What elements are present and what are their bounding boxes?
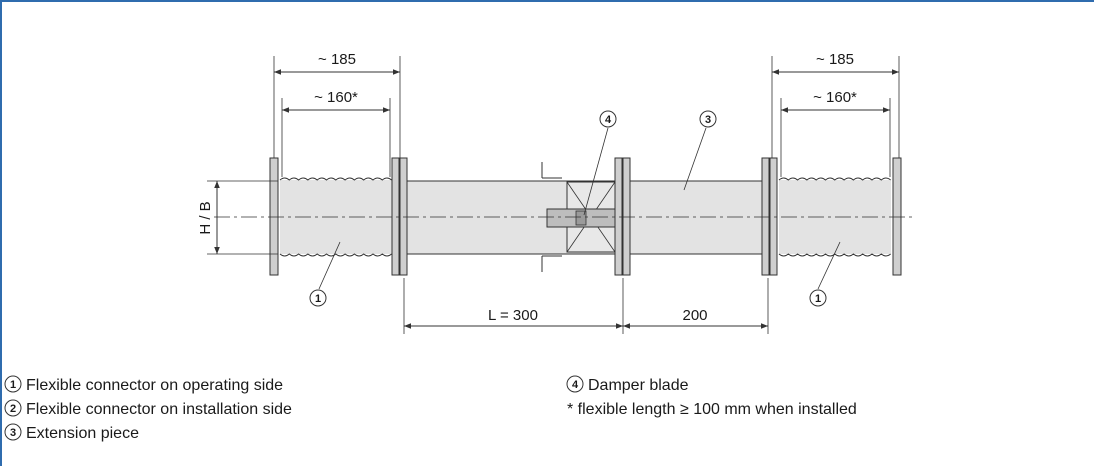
legend-item-1-text: Flexible connector on operating side	[26, 377, 283, 394]
callout-4-number: 4	[605, 114, 612, 126]
left-bellows-top	[279, 177, 392, 181]
right-flange-inner	[769, 157, 778, 276]
right-bellows-bottom	[778, 253, 891, 257]
legend: 1 Flexible connector on operating side 2…	[4, 375, 857, 442]
legend-footnote: * flexible length ≥ 100 mm when installe…	[567, 401, 857, 418]
legend-item-1: 1 Flexible connector on operating side	[4, 375, 283, 394]
legend-item-2-text: Flexible connector on installation side	[26, 401, 292, 418]
legend-item-3-text: Extension piece	[26, 425, 139, 442]
left-flange-inner	[391, 157, 400, 276]
callout-4: 4	[583, 110, 617, 216]
right-bellows-top	[778, 177, 891, 181]
callout-3: 3	[683, 110, 717, 191]
callout-1-right-number: 1	[815, 293, 821, 305]
dim-right-inner: ~ 160*	[813, 89, 857, 106]
dim-length: L = 300	[488, 307, 538, 324]
legend-item-3: 3 Extension piece	[4, 423, 139, 442]
legend-item-2: 2 Flexible connector on installation sid…	[4, 399, 292, 418]
legend-item-4-text: Damper blade	[588, 377, 689, 394]
duct-flange-left	[399, 157, 408, 276]
extension-piece	[629, 157, 770, 276]
legend-item-4-number: 4	[572, 379, 579, 391]
callout-3-number: 3	[705, 114, 711, 126]
callout-1-left: 1	[309, 241, 341, 307]
damper-flange-right-b	[622, 157, 631, 276]
legend-item-3-number: 3	[10, 427, 16, 439]
dim-right-outer: ~ 185	[816, 51, 854, 68]
left-bellows-bottom	[279, 253, 392, 257]
dim-left-inner: ~ 160*	[314, 89, 358, 106]
damper-section	[541, 157, 631, 276]
extension-flange-right	[761, 157, 770, 276]
damper-flange-right-a	[614, 157, 623, 276]
right-flexible-connector	[769, 157, 902, 276]
legend-item-2-number: 2	[10, 403, 16, 415]
dimension-lines	[214, 69, 899, 329]
dim-extension: 200	[682, 307, 707, 324]
left-flange-outer	[269, 157, 279, 276]
legend-item-4: 4 Damper blade	[566, 375, 689, 394]
callout-1-right: 1	[809, 241, 841, 307]
dim-left-outer: ~ 185	[318, 51, 356, 68]
dim-height-width: H / B	[197, 201, 214, 234]
left-flexible-connector	[269, 157, 400, 276]
callout-1-left-number: 1	[315, 293, 321, 305]
right-flange-outer	[892, 157, 902, 276]
legend-item-1-number: 1	[10, 379, 16, 391]
